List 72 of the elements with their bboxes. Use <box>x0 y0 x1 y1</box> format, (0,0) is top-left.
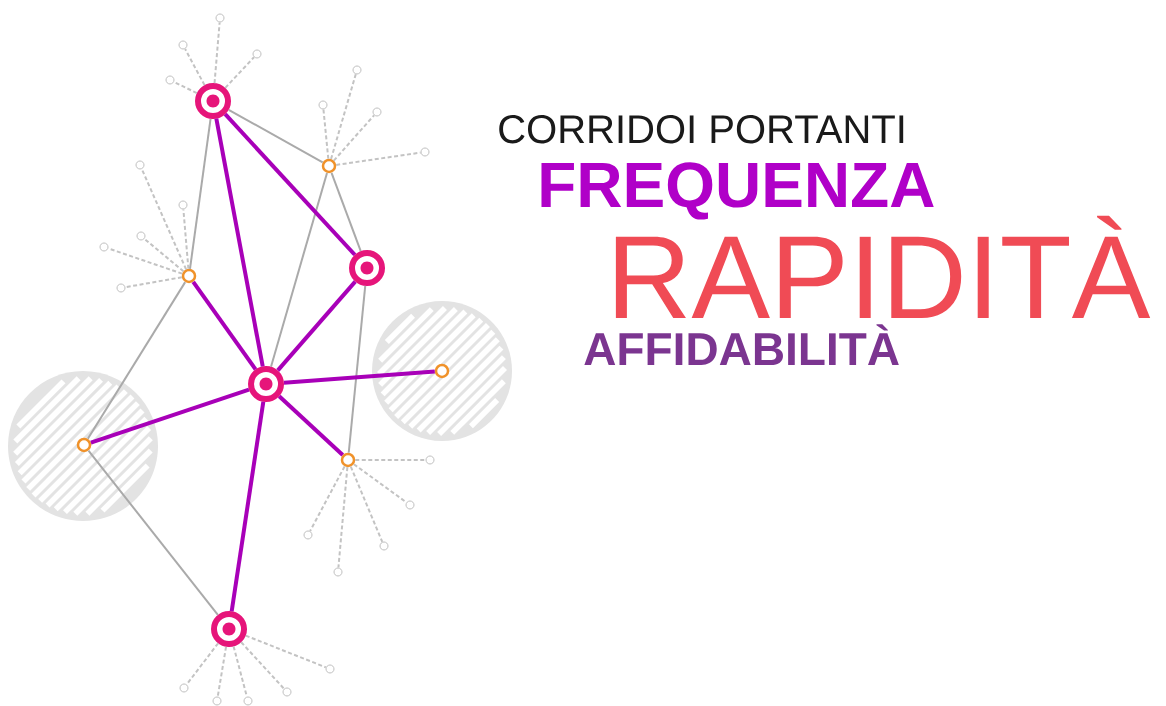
dashed-line <box>309 465 346 532</box>
link-line <box>270 171 328 368</box>
end-marker <box>99 242 109 252</box>
dashed-line <box>224 56 255 89</box>
end-marker <box>282 687 292 697</box>
dashed-line <box>184 47 206 87</box>
dashed-line <box>216 645 228 698</box>
dashed-line <box>354 459 427 461</box>
stop-marker <box>181 268 197 284</box>
hub-marker <box>211 611 247 647</box>
end-marker <box>252 49 262 59</box>
end-marker <box>136 231 146 241</box>
dashed-line <box>173 80 198 95</box>
dashed-line <box>240 641 285 690</box>
dashed-line <box>244 634 327 669</box>
dashed-line <box>182 208 190 270</box>
stop-marker <box>321 158 337 174</box>
link-line <box>86 281 187 440</box>
end-marker <box>179 683 189 693</box>
dashed-line <box>143 237 185 273</box>
stop-marker <box>340 452 356 468</box>
stop-marker <box>434 363 450 379</box>
dashed-line <box>335 151 422 166</box>
hub-marker <box>195 83 231 119</box>
end-marker <box>405 500 415 510</box>
heading-text: CORRIDOI PORTANTI <box>499 115 904 144</box>
end-marker <box>116 283 126 293</box>
end-marker <box>303 530 313 540</box>
hub-marker <box>349 250 385 286</box>
end-marker <box>165 75 175 85</box>
end-marker <box>425 455 435 465</box>
heading-text: AFFIDABILITÀ <box>584 324 899 365</box>
end-marker <box>318 100 328 110</box>
dashed-line <box>140 168 188 271</box>
dashed-line <box>124 276 183 289</box>
end-marker <box>135 160 145 170</box>
dashed-line <box>213 21 221 85</box>
dashed-line <box>330 73 357 161</box>
dashed-line <box>322 108 330 160</box>
route-line <box>277 394 345 457</box>
end-marker <box>215 13 225 23</box>
route-line <box>283 369 435 385</box>
end-marker <box>372 107 382 117</box>
end-marker <box>243 696 253 706</box>
link-line <box>330 171 362 253</box>
route-line <box>191 280 258 371</box>
hatched-area <box>372 301 512 441</box>
end-marker <box>333 567 343 577</box>
route-line <box>214 118 265 367</box>
route-line <box>90 387 250 445</box>
end-marker <box>352 65 362 75</box>
link-line <box>87 449 219 616</box>
end-marker <box>379 541 389 551</box>
end-marker <box>178 200 188 210</box>
dashed-line <box>352 463 408 504</box>
stop-marker <box>76 437 92 453</box>
end-marker <box>325 664 335 674</box>
route-line <box>229 401 266 612</box>
hub-marker <box>248 366 284 402</box>
link-line <box>189 117 212 270</box>
end-marker <box>420 147 430 157</box>
link-line <box>347 284 367 454</box>
end-marker <box>178 40 188 50</box>
hatched-area <box>8 371 158 521</box>
route-line <box>223 112 357 257</box>
dashed-line <box>185 642 220 686</box>
link-line <box>227 108 324 164</box>
end-marker <box>212 696 222 706</box>
dashed-line <box>337 466 349 569</box>
dashed-line <box>349 465 384 543</box>
dashed-line <box>332 114 375 162</box>
route-line <box>276 280 357 372</box>
